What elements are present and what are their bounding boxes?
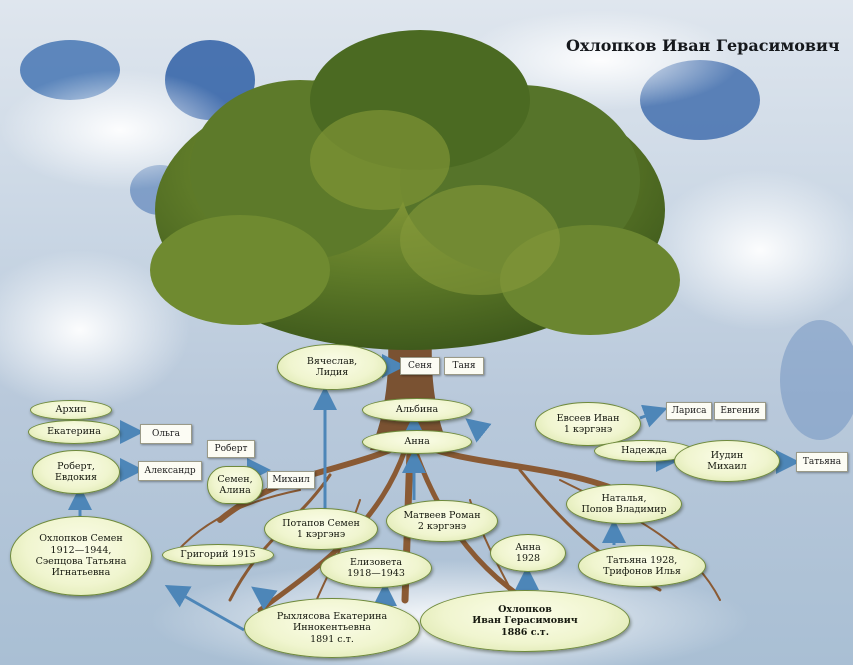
node-ryllyasova-ekaterina: Рыхлясова Екатерина Иннокентьевна 1891 с… [244,598,420,658]
node-matveev-roman: Матвеев Роман 2 кэргэнэ [386,500,498,542]
diagram-title: Охлопков Иван Герасимович [566,36,840,55]
node-robert-evdokia: Роберт, Евдокия [32,450,120,494]
box-senya: Сеня [400,357,440,375]
node-iudin-mikhail: Иудин Михаил [674,440,780,482]
node-vyacheslav-lidia: Вячеслав, Лидия [277,344,387,390]
node-natalya-popov: Наталья, Попов Владимир [566,484,682,524]
node-tatyana-trifonov: Татьяна 1928, Трифонов Илья [578,545,706,587]
node-anna-1928: Анна 1928 [490,534,566,572]
box-alexander: Александр [138,461,202,481]
box-evgenia: Евгения [714,402,766,420]
node-albina: Альбина [362,398,472,422]
box-robert: Роберт [207,440,255,458]
box-tanya: Таня [444,357,484,375]
box-olga: Ольга [140,424,192,444]
node-grigory: Григорий 1915 [162,544,274,566]
node-okhlopkov-ivan: Охлопков Иван Герасимович 1886 с.т. [420,590,630,652]
node-arkhip: Архип [30,400,112,420]
node-semen-alina: Семен, Алина [207,466,263,504]
connector-arrows [68,354,800,632]
node-potapov-semen: Потапов Семен 1 кэргэнэ [264,508,378,550]
tree-canopy [150,30,680,350]
node-ekaterina: Екатерина [28,420,120,444]
node-okhlopkov-semen: Охлопков Семен 1912—1944, Сэепцова Татья… [10,516,152,596]
node-elizaveta: Елизовета 1918—1943 [320,548,432,588]
box-tatyana: Татьяна [796,452,848,472]
box-larisa: Лариса [666,402,712,420]
box-mikhail: Михаил [267,471,315,489]
node-evseev-ivan: Евсеев Иван 1 кэргэнэ [535,402,641,446]
node-anna-upper: Анна [362,430,472,454]
